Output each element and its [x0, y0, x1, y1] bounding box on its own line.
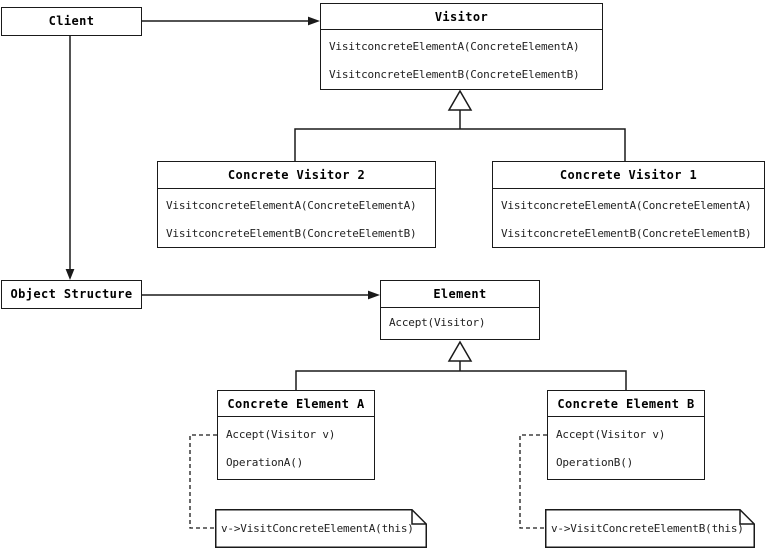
class-concrete-element-b-methods: Accept(Visitor v) OperationB(): [548, 417, 704, 476]
note-shape-icon: [545, 509, 755, 548]
class-concrete-visitor-1-methods: VisitconcreteElementA(ConcreteElementA) …: [493, 189, 764, 247]
class-concrete-element-a: Concrete Element A Accept(Visitor v) Ope…: [217, 390, 375, 480]
class-visitor-methods: VisitconcreteElementA(ConcreteElementA) …: [321, 30, 602, 88]
note-b-text: v->VisitConcreteElementB(this): [551, 522, 744, 535]
class-concrete-element-a-title: Concrete Element A: [218, 391, 374, 417]
note-visit-concrete-element-b: v->VisitConcreteElementB(this): [545, 509, 755, 548]
visitor-inheritance-connector: [294, 89, 626, 161]
method: VisitconcreteElementA(ConcreteElementA): [329, 39, 580, 53]
class-client: Client: [1, 7, 142, 36]
note-b-anchor-line: [519, 434, 547, 529]
method: Accept(Visitor v): [226, 427, 336, 441]
object-structure-to-element-arrow: [142, 290, 380, 300]
method: VisitconcreteElementA(ConcreteElementA): [501, 198, 752, 212]
method: VisitconcreteElementB(ConcreteElementB): [501, 226, 752, 240]
element-inheritance-connector: [295, 340, 627, 390]
class-element-methods: Accept(Visitor): [381, 308, 539, 336]
class-concrete-element-b: Concrete Element B Accept(Visitor v) Ope…: [547, 390, 705, 480]
class-visitor-title: Visitor: [321, 4, 602, 30]
note-a-text: v->VisitConcreteElementA(this): [221, 522, 414, 535]
class-concrete-visitor-1: Concrete Visitor 1 VisitconcreteElementA…: [492, 161, 765, 248]
class-concrete-visitor-1-title: Concrete Visitor 1: [493, 162, 764, 189]
client-to-visitor-arrow: [142, 16, 320, 26]
class-element: Element Accept(Visitor): [380, 280, 540, 340]
method: VisitconcreteElementB(ConcreteElementB): [166, 226, 417, 240]
note-visit-concrete-element-a: v->VisitConcreteElementA(this): [215, 509, 427, 548]
method: Accept(Visitor): [389, 315, 486, 329]
class-concrete-visitor-2-title: Concrete Visitor 2: [158, 162, 435, 189]
class-concrete-visitor-2: Concrete Visitor 2 VisitconcreteElementA…: [157, 161, 436, 248]
client-to-object-structure-arrow: [65, 36, 75, 280]
method: OperationA(): [226, 455, 304, 469]
method: VisitconcreteElementB(ConcreteElementB): [329, 67, 580, 81]
class-client-title: Client: [48, 14, 95, 28]
class-object-structure: Object Structure: [1, 280, 142, 309]
class-concrete-visitor-2-methods: VisitconcreteElementA(ConcreteElementA) …: [158, 189, 435, 247]
method: OperationB(): [556, 455, 634, 469]
method: Accept(Visitor v): [556, 427, 666, 441]
class-concrete-element-b-title: Concrete Element B: [548, 391, 704, 417]
class-object-structure-title: Object Structure: [10, 287, 133, 301]
note-shape-icon: [215, 509, 427, 548]
class-element-title: Element: [381, 281, 539, 308]
class-concrete-element-a-methods: Accept(Visitor v) OperationA(): [218, 417, 374, 476]
note-a-anchor-line: [189, 434, 217, 529]
class-visitor: Visitor VisitconcreteElementA(ConcreteEl…: [320, 3, 603, 90]
method: VisitconcreteElementA(ConcreteElementA): [166, 198, 417, 212]
